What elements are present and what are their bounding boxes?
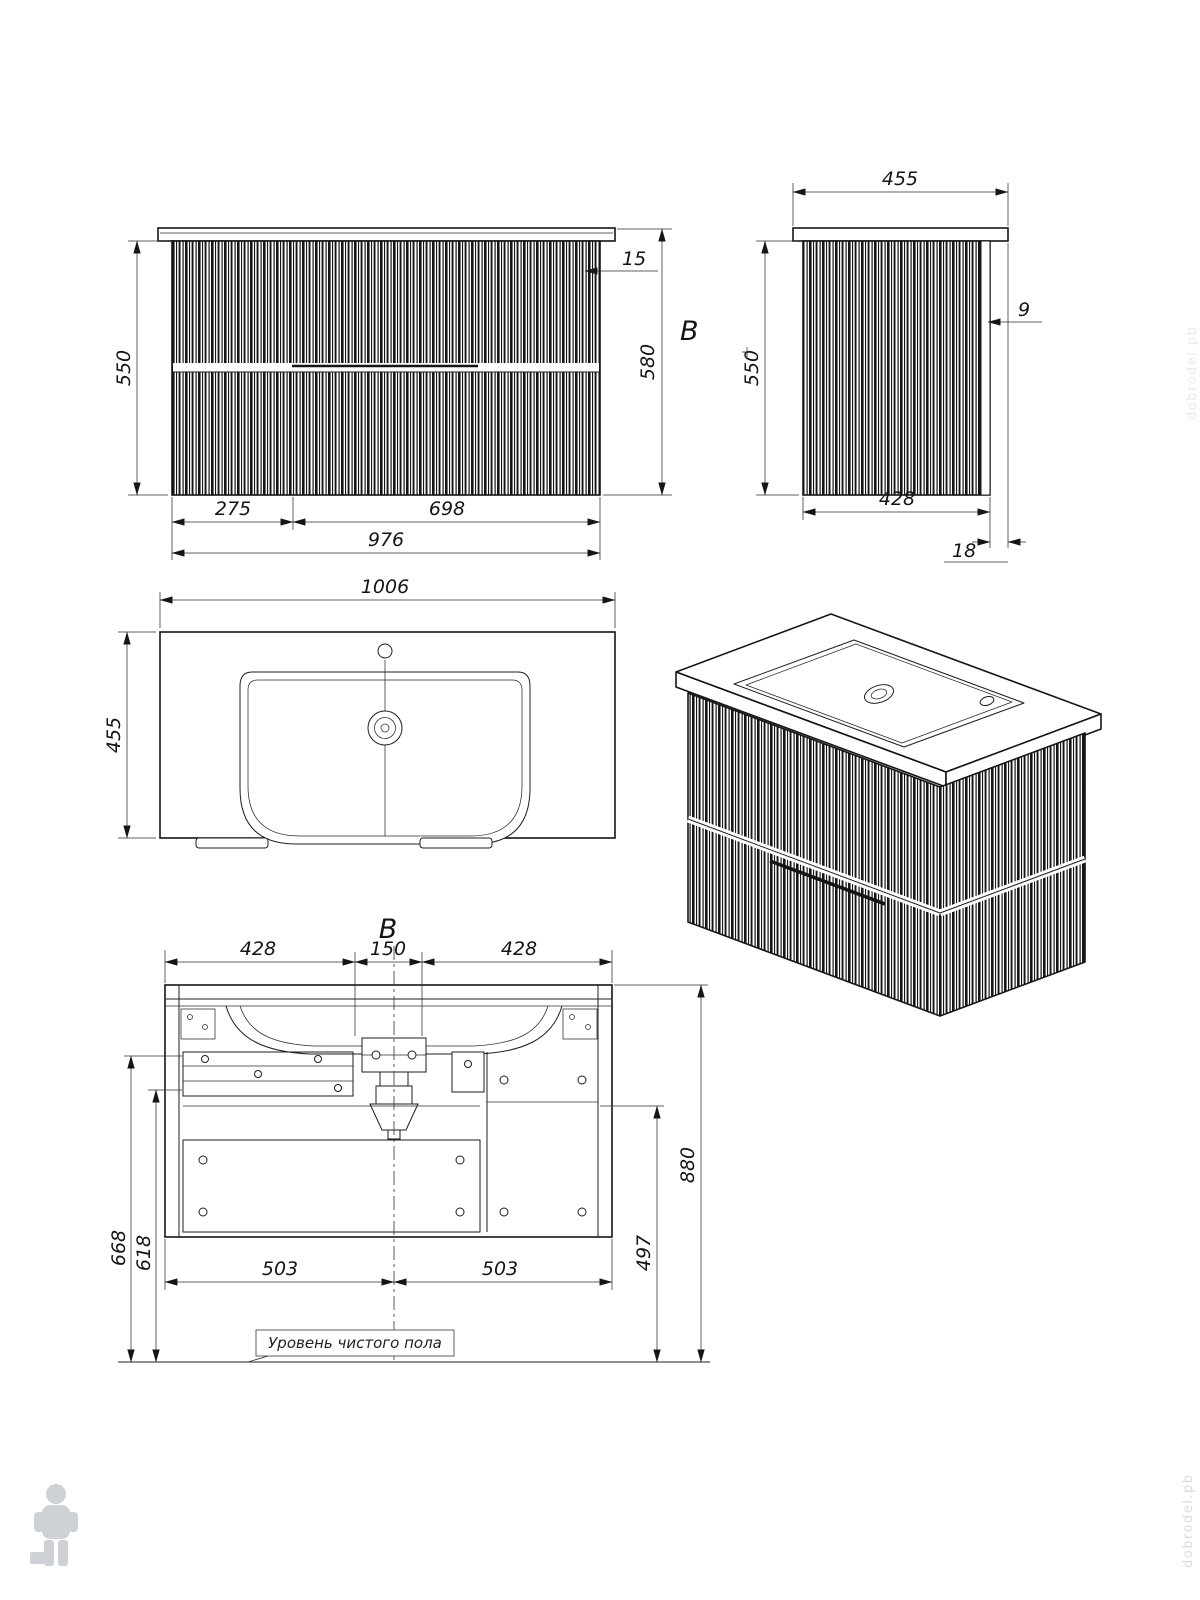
section-dims-left: 668 618 (108, 1055, 182, 1363)
side-dim-depth-top: 455 (792, 168, 1009, 226)
front-dim-offset: 15 (584, 248, 658, 275)
side-dim-height: 550 (741, 240, 799, 496)
isometric-view (675, 613, 1102, 1017)
front-countertop (157, 227, 616, 242)
front-dim-height: 550 (113, 240, 168, 496)
front-dim-total-label: 976 (368, 529, 404, 551)
plan-dim-width: 1006 (159, 576, 616, 628)
side-dim-depth-top-label: 455 (882, 168, 918, 190)
floor-note-box (255, 1329, 455, 1357)
plan-dim-depth: 455 (103, 631, 156, 839)
iso-faucet-hole (979, 695, 995, 707)
side-dim-back-panel: 9 (987, 299, 1042, 326)
side-dim-depth-bottom: 428 (802, 488, 991, 548)
watermark-text-bottom: dobrodel.pb (1181, 1474, 1196, 1568)
section-label: B (379, 914, 398, 945)
side-cabinet-fluted-panel (802, 240, 991, 496)
section-view: B (108, 914, 710, 1363)
iso-counter-side-edge (945, 713, 1102, 788)
side-back-panel (980, 240, 991, 496)
side-dim-depth-bottom-label: 428 (879, 488, 915, 510)
side-dim-back-panel-label: 9 (1018, 299, 1030, 321)
front-dims-bottom: 275 698 976 (171, 497, 601, 560)
section-dim-top-center-label: 150 (370, 938, 406, 960)
front-view: 550 580 B 15 275 698 976 (113, 227, 699, 560)
plan-dim-depth-label: 455 (103, 717, 125, 753)
watermark-logo (30, 1484, 78, 1566)
plan-basin-inner (247, 679, 523, 837)
iso-drawer-divider (687, 818, 941, 914)
section-dim-h-outer-label: 668 (108, 1230, 130, 1266)
side-countertop (792, 227, 1009, 242)
front-dim-offset-label: 15 (622, 248, 646, 270)
plan-dim-width-label: 1006 (361, 576, 409, 598)
section-dim-b-left-label: 503 (262, 1258, 298, 1280)
section-lower-drawer (182, 1139, 481, 1233)
section-dims-right: 880 497 (600, 984, 708, 1363)
section-floor-level: Уровень чистого пола (118, 1329, 710, 1363)
section-dim-h-inner-label: 618 (133, 1235, 155, 1271)
side-dim-counter-thickness-label: 18 (952, 540, 976, 562)
iso-drawer-handle (769, 859, 886, 906)
side-dim-height-label: 550 (741, 350, 763, 386)
front-dim-w1-label: 275 (215, 498, 251, 520)
plan-drain-outer (367, 710, 403, 746)
plan-mount-tab-right (419, 837, 493, 849)
section-dim-h-right-label: 497 (633, 1235, 655, 1271)
plan-mount-tab-left (195, 837, 269, 849)
front-dim-overall-height: 580 B (603, 228, 699, 496)
side-view: 455 550 9 428 (741, 168, 1042, 563)
front-dim-overall-height-label: 580 (637, 344, 659, 380)
section-dim-h-total-label: 880 (677, 1147, 699, 1183)
plan-view: 1006 455 (103, 576, 616, 849)
watermark-text-top: dobrodel.pb (1185, 326, 1200, 420)
plan-drain-inner (374, 717, 396, 739)
iso-drain (863, 684, 895, 704)
front-dim-w2-label: 698 (429, 498, 465, 520)
front-dim-height-label: 550 (113, 350, 135, 386)
floor-note-label: Уровень чистого пола (268, 1334, 442, 1352)
section-dims-top: 428 150 428 (164, 938, 613, 1036)
section-dim-top-left-label: 428 (240, 938, 276, 960)
iso-side-fluted-face (939, 732, 1086, 1017)
section-dim-top-right-label: 428 (501, 938, 537, 960)
iso-basin-inner (745, 643, 1013, 744)
plan-faucet-hole (377, 643, 393, 659)
side-dim-counter-thickness: 18 (944, 243, 1026, 563)
section-dim-b-right-label: 503 (482, 1258, 518, 1280)
section-dims-bottom: 503 503 (164, 1239, 613, 1290)
front-section-mark: B (680, 316, 699, 347)
